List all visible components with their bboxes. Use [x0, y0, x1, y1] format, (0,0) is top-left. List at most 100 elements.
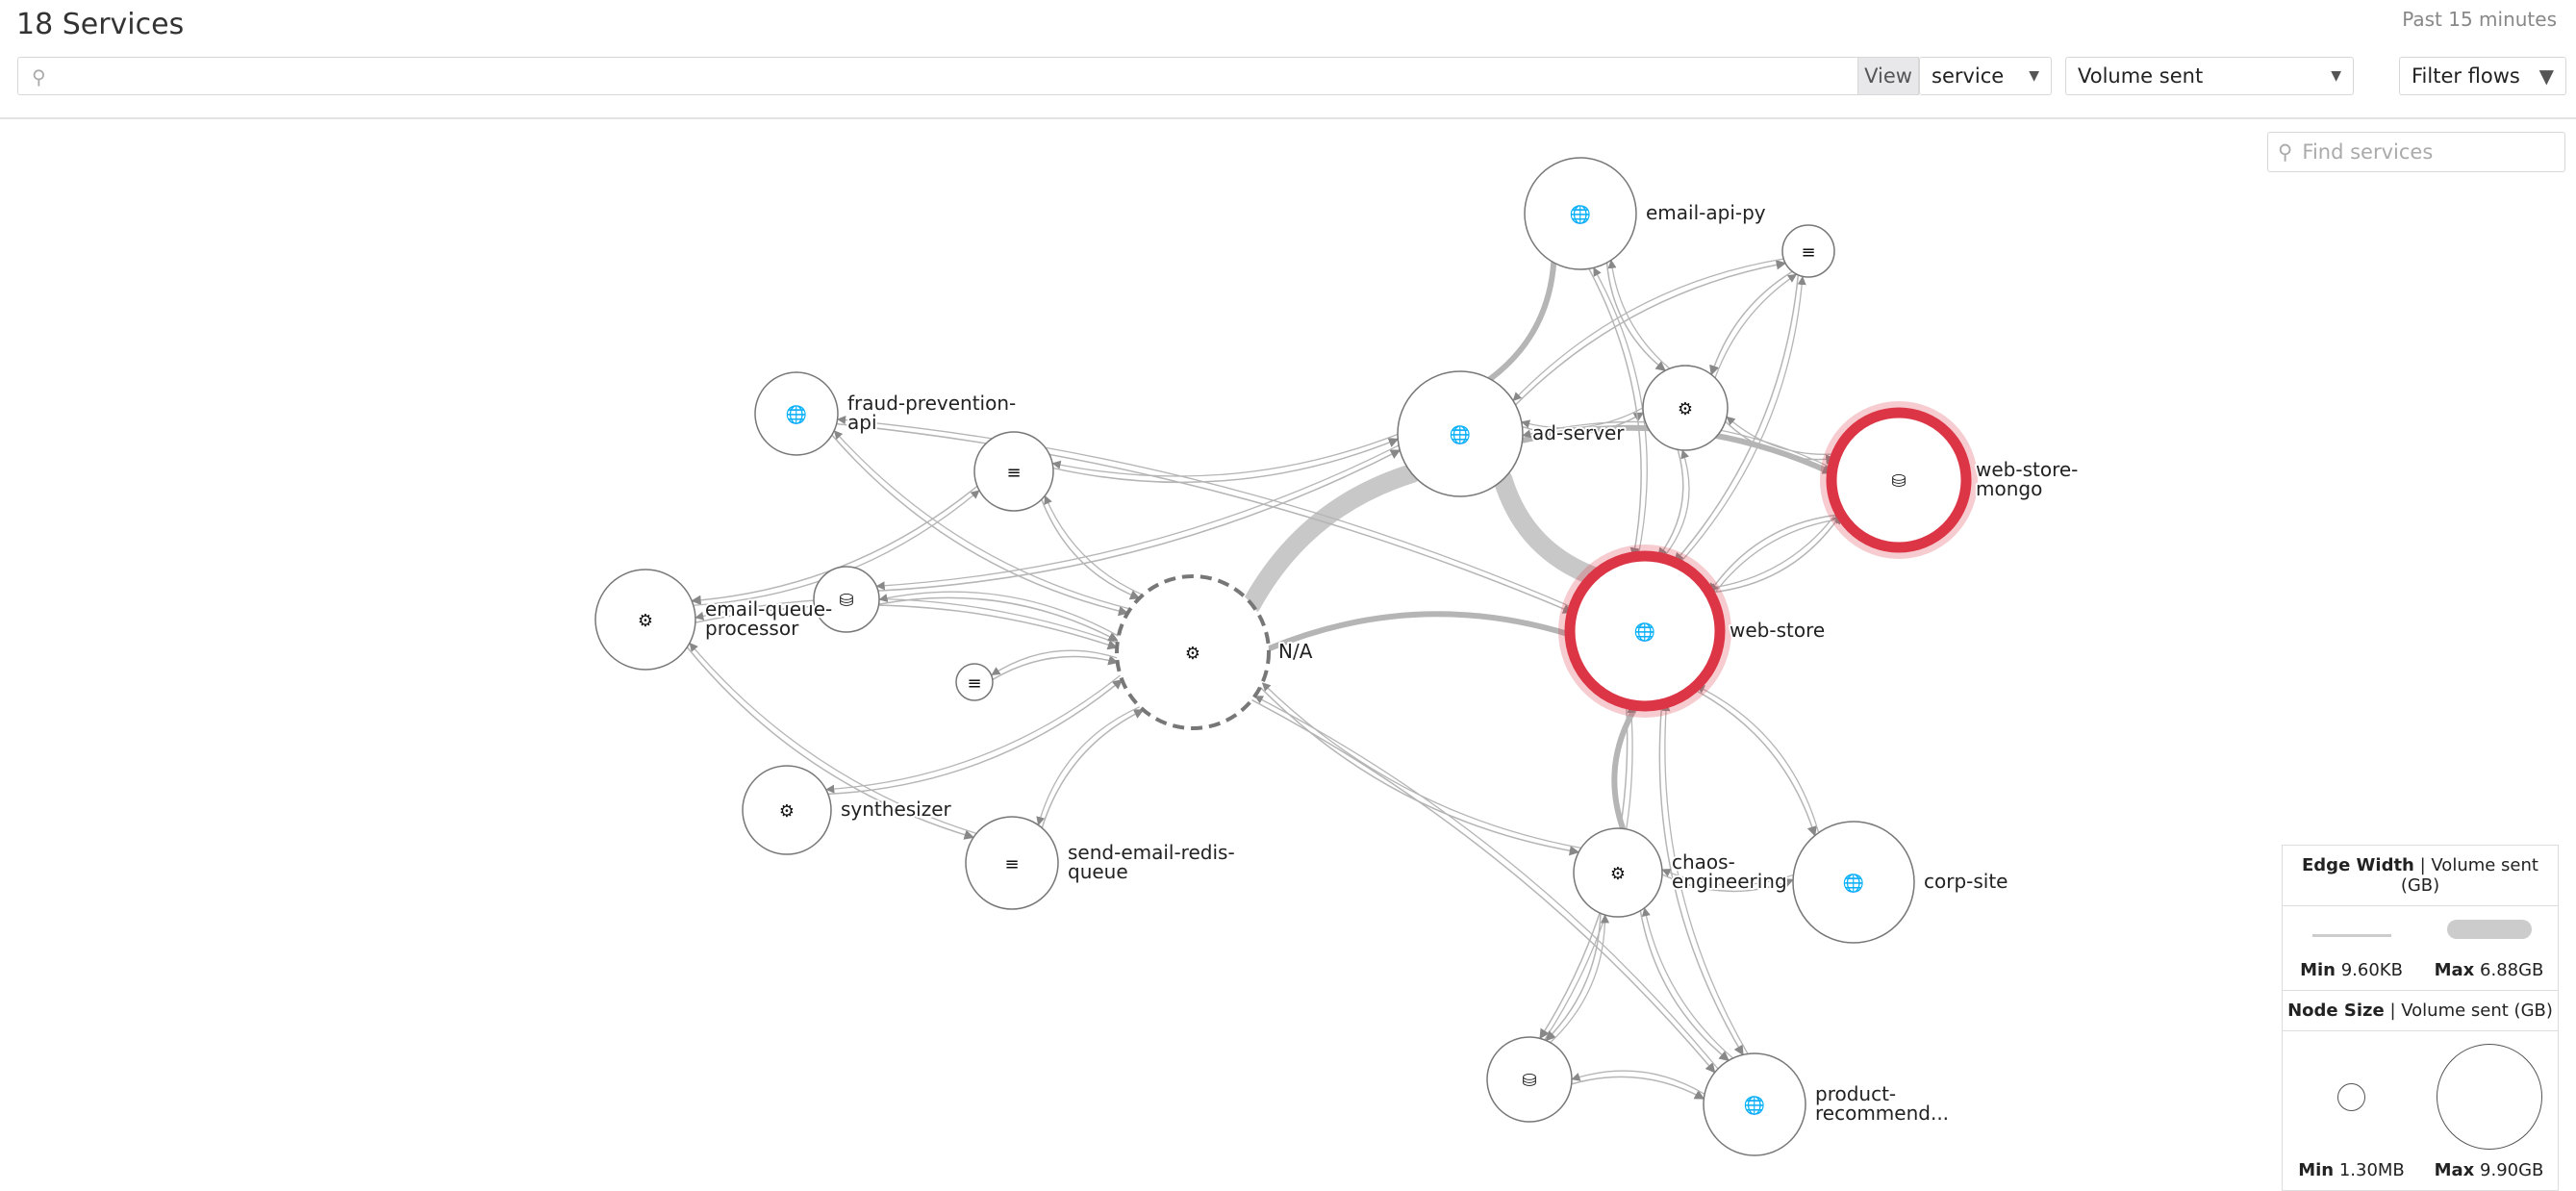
edge-fraud-prevention-api-to-na[interactable] [831, 434, 1129, 617]
edge-send-email-redis-queue-to-email-queue-processor[interactable] [689, 642, 976, 834]
page-title: 18 Services [16, 8, 185, 41]
edge-web-store-mongo-to-worker-a[interactable] [1726, 416, 1837, 455]
edge-na-to-queue-c[interactable] [991, 649, 1118, 676]
filter-flows-button[interactable]: Filter flows ▼ [2399, 57, 2566, 95]
globe-icon: 🌐 [1634, 621, 1655, 643]
service-node-queue-c[interactable]: ≡ [955, 663, 994, 701]
search-input[interactable]: ⚲ [17, 57, 1859, 95]
edge-product-recommend-to-db-b[interactable] [1571, 1070, 1705, 1095]
edge-web-store-to-chaos-engineering[interactable] [1611, 702, 1640, 832]
edge-web-store-to-web-store-mongo[interactable] [1711, 515, 1845, 597]
metric-select[interactable]: Volume sent ▼ [2065, 57, 2354, 95]
edge-web-store-mongo-to-web-store[interactable] [1708, 514, 1842, 594]
edge-worker-a-to-web-store-mongo[interactable] [1724, 420, 1836, 465]
edge-email-api-py-to-worker-a[interactable] [1605, 262, 1666, 372]
edge-na-to-send-email-redis-queue[interactable] [1036, 706, 1141, 826]
edge-web-store-to-web-store-mongo[interactable] [1708, 513, 1842, 594]
edge-max-label: Max [2434, 960, 2475, 980]
edge-na-to-web-store[interactable] [1265, 611, 1574, 652]
edge-ad-server-to-queue-a[interactable] [1514, 260, 1787, 406]
edge-queue-c-to-na[interactable] [992, 655, 1119, 681]
view-select-value: service [1932, 64, 2005, 88]
service-node-fraud-prevention-api[interactable]: 🌐 [754, 371, 839, 456]
edge-queue-b-to-na[interactable] [1041, 498, 1141, 600]
header-divider [0, 117, 2576, 119]
edge-chaos-engineering-to-corp-site[interactable] [1661, 874, 1795, 893]
edge-product-recommend-to-na[interactable] [1253, 696, 1719, 1070]
service-node-chaos-engineering[interactable]: ⚙ [1573, 827, 1663, 918]
service-node-product-recommend[interactable]: 🌐 [1703, 1052, 1806, 1156]
edge-synthesizer-to-na[interactable] [827, 678, 1124, 796]
edge-web-store-to-corp-site[interactable] [1692, 688, 1817, 837]
edge-queue-b-to-ad-server[interactable] [1052, 438, 1400, 484]
service-node-label: ad-server [1532, 421, 1625, 444]
timeframe-label[interactable]: Past 15 minutes [2402, 8, 2557, 31]
edge-ad-server-to-db-a[interactable] [875, 444, 1400, 591]
edge-db-b-to-chaos-engineering[interactable] [1550, 914, 1610, 1043]
edge-web-store-to-queue-a[interactable] [1678, 275, 1806, 565]
edge-queue-a-to-ad-server[interactable] [1512, 258, 1783, 402]
edge-db-a-to-ad-server[interactable] [877, 449, 1402, 592]
edge-db-a-to-na[interactable] [877, 596, 1119, 642]
edge-na-to-ad-server[interactable] [1242, 464, 1422, 615]
edge-email-queue-processor-to-na[interactable] [695, 604, 1119, 650]
service-node-db-b[interactable]: ⛁ [1486, 1036, 1573, 1123]
edge-min-sample [2311, 933, 2391, 937]
service-node-email-api-py[interactable]: 🌐 [1524, 157, 1637, 270]
edge-na-to-fraud-prevention-api[interactable] [833, 430, 1131, 610]
edge-queue-a-to-web-store[interactable] [1674, 274, 1800, 564]
service-node-email-queue-processor[interactable]: ⚙ [594, 569, 696, 671]
service-node-queue-a[interactable]: ≡ [1781, 224, 1835, 278]
edge-na-to-synthesizer[interactable] [825, 674, 1121, 794]
edge-worker-a-to-queue-a[interactable] [1714, 273, 1798, 378]
service-node-label: send-email-redis-queue [1068, 841, 1235, 883]
view-label: View [1857, 57, 1919, 95]
edge-db-b-to-product-recommend[interactable] [1570, 1076, 1705, 1100]
edge-ad-server-to-queue-b[interactable] [1051, 433, 1399, 477]
edge-na-to-db-a[interactable] [878, 591, 1119, 637]
edge-web-store-mongo-to-web-store[interactable] [1705, 510, 1839, 593]
service-node-web-store[interactable]: 🌐 [1558, 545, 1731, 718]
edge-fraud-prevention-api-to-web-store[interactable] [835, 422, 1574, 614]
edge-chaos-engineering-to-db-b[interactable] [1545, 912, 1602, 1042]
edge-worker-a-to-ad-server[interactable] [1521, 407, 1644, 429]
edge-ad-server-to-worker-a[interactable] [1521, 412, 1645, 435]
edge-web-store-to-fraud-prevention-api[interactable] [836, 416, 1574, 609]
service-node-send-email-redis-queue[interactable]: ≡ [965, 816, 1059, 910]
service-node-synthesizer[interactable]: ⚙ [742, 765, 832, 855]
edge-email-queue-processor-to-send-email-redis-queue[interactable] [686, 646, 975, 840]
edge-worker-a-to-web-store[interactable] [1657, 448, 1684, 559]
edge-worker-a-to-email-api-py[interactable] [1607, 259, 1670, 369]
edge-web-store-to-worker-a[interactable] [1662, 449, 1690, 559]
edge-na-to-chaos-engineering[interactable] [1259, 686, 1580, 856]
service-node-web-store-mongo[interactable]: ⛁ [1820, 401, 1978, 559]
service-node-ad-server[interactable]: 🌐 [1397, 370, 1524, 497]
edge-chaos-engineering-to-na[interactable] [1261, 682, 1581, 849]
edge-web-store-to-product-recommend[interactable] [1658, 703, 1744, 1056]
filter-icon: ▼ [2538, 64, 2554, 88]
edge-queue-a-to-worker-a[interactable] [1709, 270, 1794, 376]
service-node-corp-site[interactable]: 🌐 [1792, 821, 1915, 944]
edge-ad-server-to-email-api-py[interactable] [1487, 259, 1557, 382]
edge-corp-site-to-chaos-engineering[interactable] [1661, 868, 1794, 886]
edge-email-api-py-to-web-store[interactable] [1588, 267, 1642, 558]
edge-queue-b-to-email-queue-processor[interactable] [691, 485, 978, 606]
service-node-label: chaos-engineering [1672, 850, 1787, 893]
service-node-queue-b[interactable]: ≡ [973, 431, 1054, 512]
service-node-worker-a[interactable]: ⚙ [1642, 365, 1729, 451]
edge-na-to-queue-b[interactable] [1044, 494, 1144, 596]
edge-chaos-engineering-to-product-recommend[interactable] [1639, 909, 1730, 1062]
edge-ad-server-to-web-store[interactable] [1493, 469, 1604, 587]
edge-product-recommend-to-chaos-engineering[interactable] [1641, 907, 1733, 1059]
view-select[interactable]: service ▼ [1919, 57, 2052, 95]
edge-product-recommend-to-web-store[interactable] [1661, 701, 1749, 1054]
edge-na-to-product-recommend[interactable] [1250, 698, 1716, 1074]
gears-icon: ⚙ [1610, 864, 1626, 884]
service-node-db-a[interactable]: ⛁ [813, 566, 880, 633]
find-services-input[interactable]: ⚲ Find services [2267, 132, 2565, 172]
service-node-na[interactable]: ⚙ [1115, 574, 1271, 730]
find-services-placeholder: Find services [2302, 140, 2434, 164]
edge-corp-site-to-web-store[interactable] [1695, 685, 1820, 833]
edge-send-email-redis-queue-to-na[interactable] [1041, 709, 1145, 829]
